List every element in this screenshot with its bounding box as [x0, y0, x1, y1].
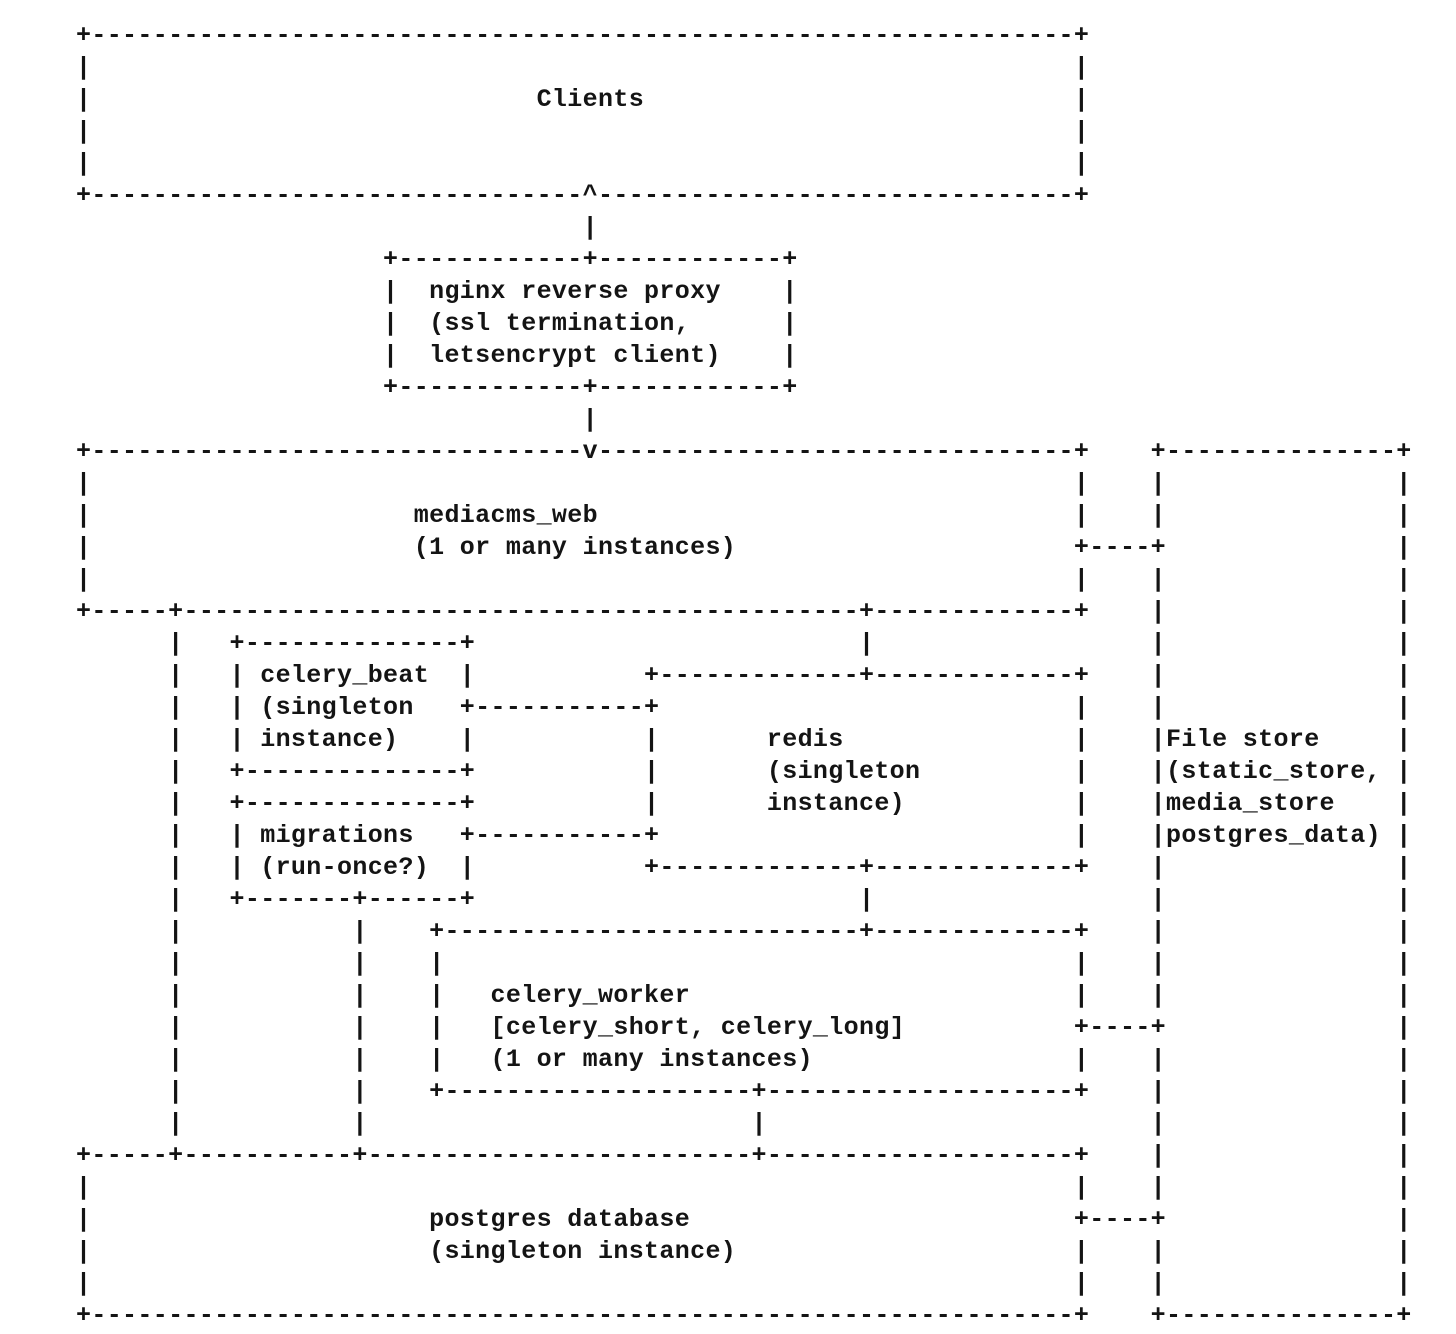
ascii-diagram: +---------------------------------------…: [76, 21, 1412, 1330]
diagram-canvas: +---------------------------------------…: [76, 21, 1412, 1330]
